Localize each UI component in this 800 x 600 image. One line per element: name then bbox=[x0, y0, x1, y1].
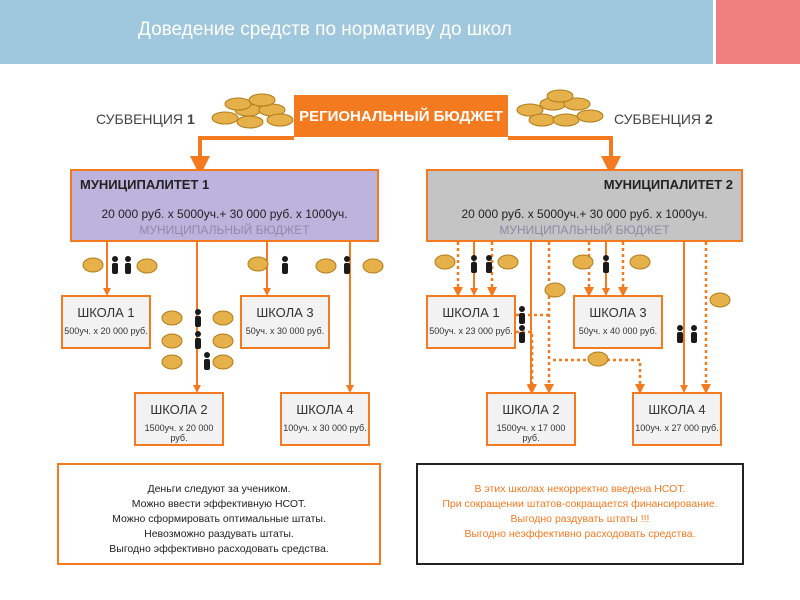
header-accent bbox=[716, 0, 800, 64]
person-icon bbox=[204, 352, 210, 370]
school-2-mun1: ШКОЛА 2 1500уч. x 20 000 руб. bbox=[134, 392, 224, 446]
school-name: ШКОЛА 2 bbox=[150, 402, 208, 417]
subvention-arrow-2 bbox=[508, 136, 621, 176]
subvention-arrow-1 bbox=[190, 136, 294, 176]
school-detail: 50уч. x 40 000 руб. bbox=[578, 326, 658, 336]
note-line: Выгодно эффективно расходовать средства. bbox=[109, 543, 329, 555]
person-icon bbox=[603, 255, 609, 273]
school-name: ШКОЛА 4 bbox=[296, 402, 354, 417]
school-3-mun1: ШКОЛА 3 50уч. x 30 000 руб. bbox=[240, 295, 330, 349]
person-icon bbox=[195, 331, 201, 349]
note-municipality-1: Деньги следуют за учеником. Можно ввести… bbox=[57, 463, 381, 565]
coin-icons bbox=[82, 89, 731, 370]
municipality-1-box: МУНИЦИПАЛИТЕТ 1 20 000 руб. x 5000уч.+ 3… bbox=[70, 169, 379, 242]
slide-header bbox=[0, 0, 713, 64]
municipality-2-budget: МУНИЦИПАЛЬНЫЙ БЮДЖЕТ bbox=[499, 223, 670, 237]
school-1-mun1: ШКОЛА 1 500уч. x 20 000 руб. bbox=[61, 295, 151, 349]
school-detail: 500уч. x 23 000 руб. bbox=[429, 326, 513, 336]
person-icon bbox=[282, 256, 288, 274]
person-icon bbox=[195, 309, 201, 327]
subvention-1-label: СУБВЕНЦИЯ 1 bbox=[96, 111, 195, 127]
note-line: Деньги следуют за учеником. bbox=[147, 483, 291, 495]
municipality-2-title: МУНИЦИПАЛИТЕТ 2 bbox=[603, 177, 733, 192]
person-icon bbox=[691, 325, 697, 343]
note-municipality-2: В этих школах некорректно введена НСОТ. … bbox=[416, 463, 744, 565]
school-4-mun1: ШКОЛА 4 100уч. x 30 000 руб. bbox=[280, 392, 370, 446]
municipality-1-title: МУНИЦИПАЛИТЕТ 1 bbox=[80, 177, 210, 192]
regional-budget-label: РЕГИОНАЛЬНЫЙ БЮДЖЕТ bbox=[299, 107, 503, 125]
coin-stack-icon bbox=[516, 89, 604, 127]
note-line: Выгодно раздувать штаты !!! bbox=[510, 513, 650, 525]
school-4-mun2: ШКОЛА 4 100уч. x 27 000 руб. bbox=[632, 392, 722, 446]
slide-title: Доведение средств по нормативу до школ bbox=[138, 19, 512, 40]
note-line: Невозможно раздувать штаты. bbox=[144, 528, 294, 540]
municipality-2-box: МУНИЦИПАЛИТЕТ 2 20 000 руб. x 5000уч.+ 3… bbox=[426, 169, 743, 242]
school-detail: 500уч. x 20 000 руб. bbox=[64, 326, 148, 336]
note-line: При сокращении штатов-сокращается финанс… bbox=[442, 498, 718, 510]
school-name: ШКОЛА 3 bbox=[256, 305, 314, 320]
municipality-1-formula: 20 000 руб. x 5000уч.+ 30 000 руб. x 100… bbox=[101, 207, 348, 221]
school-detail: 50уч. x 30 000 руб. bbox=[245, 326, 325, 336]
municipality-2-formula: 20 000 руб. x 5000уч.+ 30 000 руб. x 100… bbox=[461, 207, 708, 221]
school-detail: 1500уч. x 20 000 руб. bbox=[144, 423, 214, 443]
person-icon bbox=[677, 325, 683, 343]
note-line: В этих школах некорректно введена НСОТ. bbox=[474, 483, 686, 495]
subvention-2-label: СУБВЕНЦИЯ 2 bbox=[614, 111, 713, 127]
person-icon bbox=[486, 255, 492, 273]
subvention-arrows bbox=[190, 136, 621, 176]
coin-stack-icon bbox=[211, 93, 294, 129]
note-line: Можно сформировать оптимальные штаты. bbox=[112, 513, 326, 525]
school-1-mun2: ШКОЛА 1 500уч. x 23 000 руб. bbox=[426, 295, 516, 349]
person-icon bbox=[519, 325, 525, 343]
person-icon bbox=[344, 256, 350, 274]
school-name: ШКОЛА 3 bbox=[589, 305, 647, 320]
school-name: ШКОЛА 4 bbox=[648, 402, 706, 417]
school-detail: 1500уч. x 17 000 руб. bbox=[496, 423, 566, 443]
person-icon bbox=[471, 255, 477, 273]
school-name: ШКОЛА 2 bbox=[502, 402, 560, 417]
regional-budget-box: РЕГИОНАЛЬНЫЙ БЮДЖЕТ bbox=[294, 95, 508, 137]
person-icon bbox=[112, 256, 118, 274]
school-detail: 100уч. x 27 000 руб. bbox=[635, 423, 719, 433]
person-icon bbox=[125, 256, 131, 274]
note-line: Можно ввести эффективную НСОТ. bbox=[131, 498, 307, 510]
school-name: ШКОЛА 1 bbox=[77, 305, 135, 320]
school-name: ШКОЛА 1 bbox=[442, 305, 500, 320]
coin-icon bbox=[82, 254, 731, 370]
person-icons bbox=[112, 255, 697, 370]
municipality-1-budget: МУНИЦИПАЛЬНЫЙ БЮДЖЕТ bbox=[139, 223, 310, 237]
person-icon bbox=[519, 306, 525, 324]
school-3-mun2: ШКОЛА 3 50уч. x 40 000 руб. bbox=[573, 295, 663, 349]
school-2-mun2: ШКОЛА 2 1500уч. x 17 000 руб. bbox=[486, 392, 576, 446]
school-detail: 100уч. x 30 000 руб. bbox=[283, 423, 367, 433]
note-line: Выгодно неэффективно расходовать средств… bbox=[464, 528, 696, 540]
